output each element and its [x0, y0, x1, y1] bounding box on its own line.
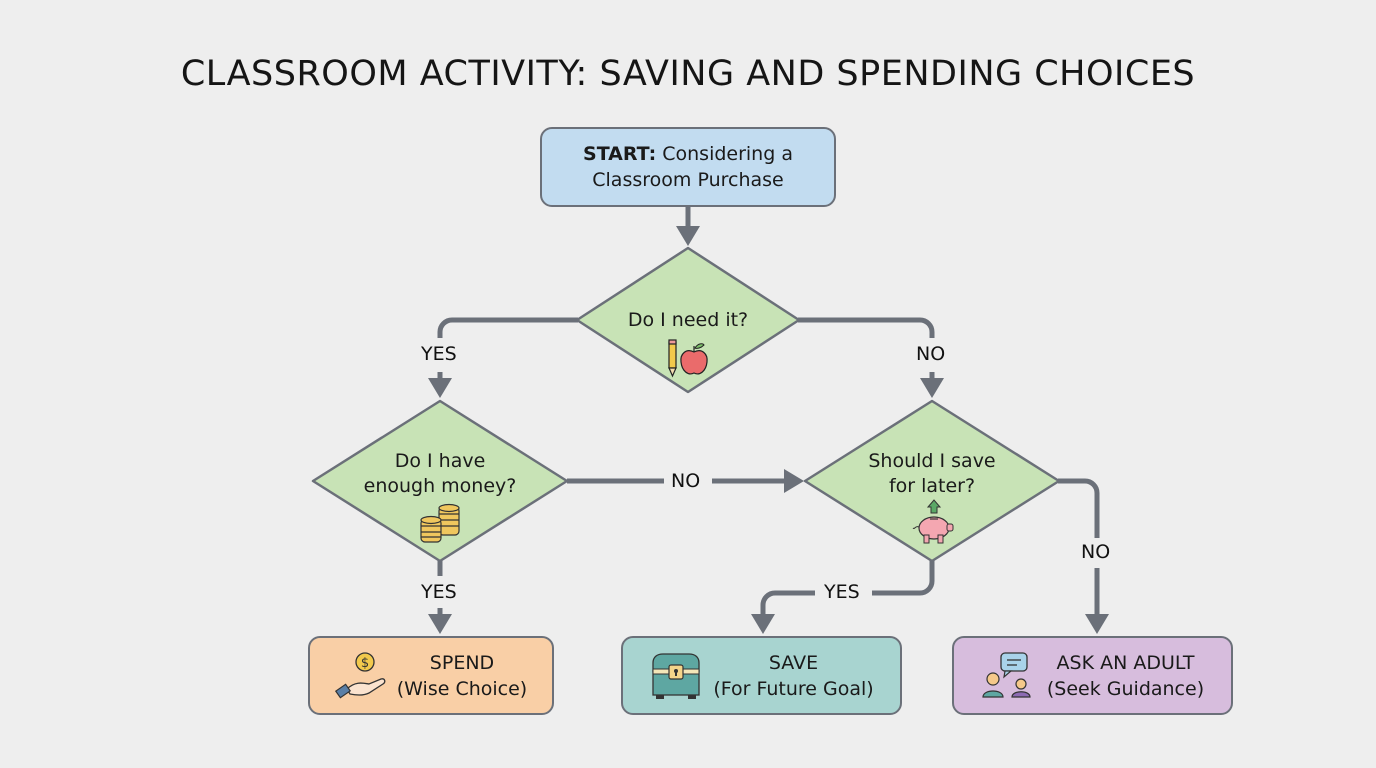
pencil-apple-icon	[668, 339, 708, 378]
start-line2: Classroom Purchase	[592, 169, 784, 191]
save-subtitle: (For Future Goal)	[713, 677, 874, 700]
people-chat-icon	[982, 651, 1031, 698]
hand-coin-icon: $	[334, 651, 386, 699]
decision-need-shape	[575, 246, 801, 394]
edge-need-no-top	[798, 317, 935, 338]
piggy-bank-icon	[912, 499, 954, 544]
edge-money-yes-label: YES	[418, 581, 460, 603]
edge-need-yes-label: YES	[418, 343, 460, 365]
decision-save-later-shape	[803, 399, 1061, 563]
decision-need: Do I need it?	[588, 308, 788, 333]
ask-subtitle: (Seek Guidance)	[1046, 677, 1205, 700]
treasure-chest-icon	[652, 652, 700, 699]
ask-title: ASK AN ADULT	[1056, 651, 1195, 674]
save-title: SAVE	[768, 651, 819, 674]
ask-adult-node: ASK AN ADULT (Seek Guidance)	[952, 636, 1233, 715]
decision-money-line1: Do I have	[394, 450, 486, 472]
spend-node: $ SPEND (Wise Choice)	[308, 636, 554, 715]
edge-need-no-label: NO	[913, 343, 949, 365]
decision-money: Do I have enough money?	[340, 449, 540, 499]
coin-stack-icon	[420, 503, 460, 543]
spend-title: SPEND	[429, 651, 495, 674]
decision-save-later-line2: for later?	[888, 475, 976, 497]
diagram-title: CLASSROOM ACTIVITY: SAVING AND SPENDING …	[180, 54, 1196, 94]
edge-money-no-label: NO	[668, 470, 704, 492]
start-node: START: Considering a Classroom Purchase	[540, 127, 836, 207]
edge-save-yes-right	[872, 560, 935, 596]
decision-money-shape	[311, 399, 569, 563]
decision-save-later: Should I save for later?	[832, 449, 1032, 499]
save-node: SAVE (For Future Goal)	[621, 636, 902, 715]
edge-save-yes-label: YES	[821, 581, 863, 603]
start-prefix: START:	[583, 143, 657, 165]
decision-need-label: Do I need it?	[627, 309, 749, 331]
edge-save-no-top	[1058, 478, 1100, 538]
edge-save-no-label: NO	[1078, 541, 1114, 563]
spend-subtitle: (Wise Choice)	[396, 677, 528, 700]
decision-save-later-line1: Should I save	[868, 450, 996, 472]
svg-text:$: $	[361, 656, 369, 671]
decision-money-line2: enough money?	[363, 475, 517, 497]
start-line1: Considering a	[662, 143, 793, 165]
edge-need-yes-top	[437, 317, 578, 338]
edge-save-yes-left	[760, 590, 815, 616]
